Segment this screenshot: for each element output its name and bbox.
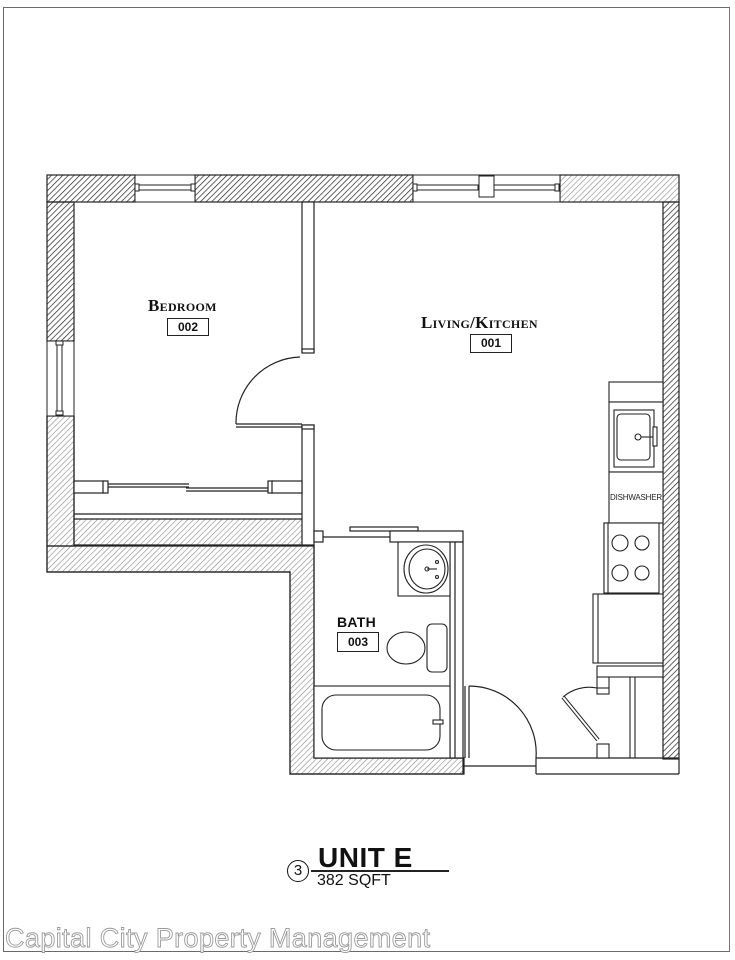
title-underline bbox=[311, 870, 449, 872]
room-number-bedroom: 002 bbox=[167, 318, 209, 336]
interior-walls bbox=[73, 201, 537, 759]
drawing-frame bbox=[3, 7, 730, 952]
unit-number-badge: 3 bbox=[287, 860, 309, 882]
dishwasher-label: DISHWASHER bbox=[610, 493, 662, 502]
room-label-bedroom: Bedroom bbox=[148, 296, 217, 315]
windows bbox=[46, 174, 561, 417]
room-label-living-kitchen: Living/Kitchen bbox=[421, 313, 538, 332]
watermark-text: Capital City Property Management bbox=[5, 923, 431, 954]
unit-title: UNIT E bbox=[318, 842, 413, 873]
bath-fixtures bbox=[313, 541, 451, 759]
room-label-bath: Bath bbox=[337, 614, 377, 630]
room-number-bath: 003 bbox=[337, 632, 379, 652]
unit-area: 382 SQFT bbox=[317, 872, 391, 889]
exterior-walls bbox=[46, 174, 680, 775]
kitchen-fixtures bbox=[561, 381, 664, 759]
room-number-living-kitchen: 001 bbox=[470, 334, 512, 353]
